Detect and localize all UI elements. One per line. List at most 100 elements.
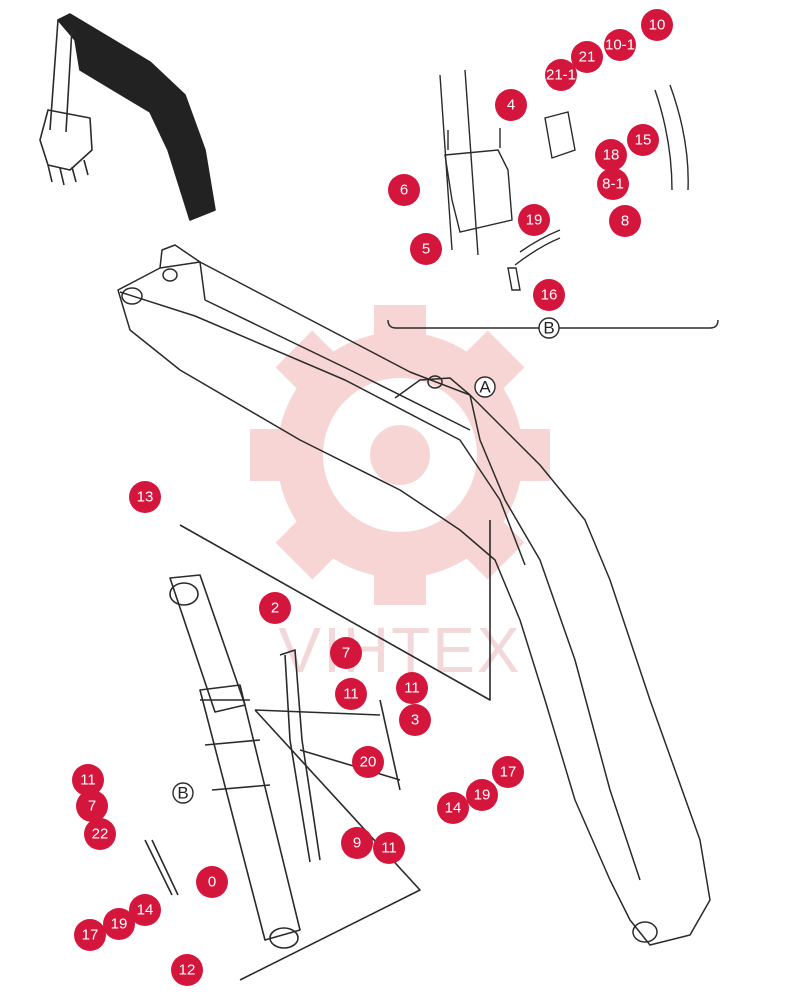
callout-number: 5 xyxy=(422,241,430,258)
callout-number: 17 xyxy=(82,927,99,944)
callout-balloon xyxy=(259,592,291,624)
watermark-text: VIHTEX xyxy=(278,614,521,686)
callout-balloon xyxy=(495,89,527,121)
callout-11: 11 xyxy=(373,832,405,864)
excavator-inset-illustration xyxy=(39,13,216,221)
callout-7: 7 xyxy=(76,790,108,822)
callout-balloon xyxy=(72,764,104,796)
callout-19: 19 xyxy=(518,204,550,236)
callout-balloon xyxy=(335,678,367,710)
boom-arm xyxy=(117,244,711,946)
callout-number: 14 xyxy=(445,800,462,817)
callout-number: 11 xyxy=(80,772,96,789)
callout-17: 17 xyxy=(492,756,524,788)
section-label: B xyxy=(543,319,554,338)
callout-number: 21 xyxy=(579,49,596,66)
callout-number: 22 xyxy=(92,826,109,843)
callout-balloon xyxy=(399,704,431,736)
watermark-gear-logo: VIHTEX xyxy=(250,305,550,686)
callout-16: 16 xyxy=(533,279,565,311)
callout-22: 22 xyxy=(84,818,116,850)
callout-balloon xyxy=(103,908,135,940)
callout-balloon xyxy=(410,233,442,265)
callout-number: 11 xyxy=(343,686,359,703)
callout-number: 16 xyxy=(541,287,558,304)
callout-balloon xyxy=(330,637,362,669)
callout-21: 21 xyxy=(571,41,603,73)
callout-19: 19 xyxy=(103,908,135,940)
callout-number: 9 xyxy=(353,835,361,852)
callout-number: 20 xyxy=(360,754,377,771)
callout-8: 8 xyxy=(609,205,641,237)
callout-7: 7 xyxy=(330,637,362,669)
section-label-circle xyxy=(474,376,496,398)
callout-balloon xyxy=(437,792,469,824)
callout-14: 14 xyxy=(129,894,161,926)
callout-12: 12 xyxy=(171,954,203,986)
callout-number: 11 xyxy=(404,680,420,697)
callout-number: 10-1 xyxy=(605,37,635,54)
callout-balloon xyxy=(196,866,228,898)
section-label-circle xyxy=(538,317,560,339)
callout-balloon xyxy=(373,832,405,864)
callout-number: 6 xyxy=(400,182,408,199)
callout-number: 12 xyxy=(179,962,196,979)
callout-number: 15 xyxy=(635,132,652,149)
callout-balloon xyxy=(352,746,384,778)
callout-9: 9 xyxy=(341,827,373,859)
callout-number: 2 xyxy=(271,600,279,617)
callout-number: 7 xyxy=(342,645,350,662)
section-label: A xyxy=(479,378,491,397)
callout-5: 5 xyxy=(410,233,442,265)
callout-15: 15 xyxy=(627,124,659,156)
callout-number: 11 xyxy=(381,840,397,857)
callout-number: 18 xyxy=(603,147,620,164)
section-labels: A B B xyxy=(172,317,560,804)
callout-10: 10 xyxy=(641,9,673,41)
callout-number: 13 xyxy=(137,489,154,506)
callout-balloon xyxy=(171,954,203,986)
callout-number: 8-1 xyxy=(602,176,624,193)
section-label: B xyxy=(177,784,188,803)
callout-0: 0 xyxy=(196,866,228,898)
callout-balloon xyxy=(466,779,498,811)
callout-number: 21-1 xyxy=(546,67,576,84)
part-callouts: 10 21 10-1 21-1 4 15 18 6 8-1 19 8 5 16 13 2 7 11 11 3 20 17… xyxy=(72,9,673,986)
callout-balloon xyxy=(76,790,108,822)
callout-14: 14 xyxy=(437,792,469,824)
callout-number: 10 xyxy=(649,17,666,34)
callout-balloon xyxy=(604,29,636,61)
callout-number: 8 xyxy=(621,213,629,230)
callout-number: 14 xyxy=(137,902,154,919)
callout-20: 20 xyxy=(352,746,384,778)
callout-balloon xyxy=(641,9,673,41)
callout-balloon xyxy=(571,41,603,73)
callout-balloon xyxy=(129,894,161,926)
callout-balloon xyxy=(129,481,161,513)
callout-number: 19 xyxy=(526,212,543,229)
callout-balloon xyxy=(84,818,116,850)
detail-b-illustration xyxy=(387,69,719,329)
callout-11: 11 xyxy=(72,764,104,796)
section-label-circle xyxy=(172,782,194,804)
callout-balloon xyxy=(545,59,577,91)
callout-19: 19 xyxy=(466,779,498,811)
callout-number: 7 xyxy=(88,798,96,815)
callout-11: 11 xyxy=(396,672,428,704)
callout-balloon xyxy=(74,919,106,951)
callout-number: 4 xyxy=(507,97,515,114)
boom-cylinder xyxy=(144,520,491,981)
callout-balloon xyxy=(388,174,420,206)
callout-3: 3 xyxy=(399,704,431,736)
callout-number: 17 xyxy=(500,764,517,781)
callout-8-1: 8-1 xyxy=(597,168,629,200)
callout-balloon xyxy=(595,139,627,171)
callout-balloon xyxy=(341,827,373,859)
callout-2: 2 xyxy=(259,592,291,624)
callout-number: 19 xyxy=(111,916,128,933)
callout-balloon xyxy=(518,204,550,236)
callout-balloon xyxy=(627,124,659,156)
callout-number: 3 xyxy=(411,712,419,729)
callout-balloon xyxy=(597,168,629,200)
